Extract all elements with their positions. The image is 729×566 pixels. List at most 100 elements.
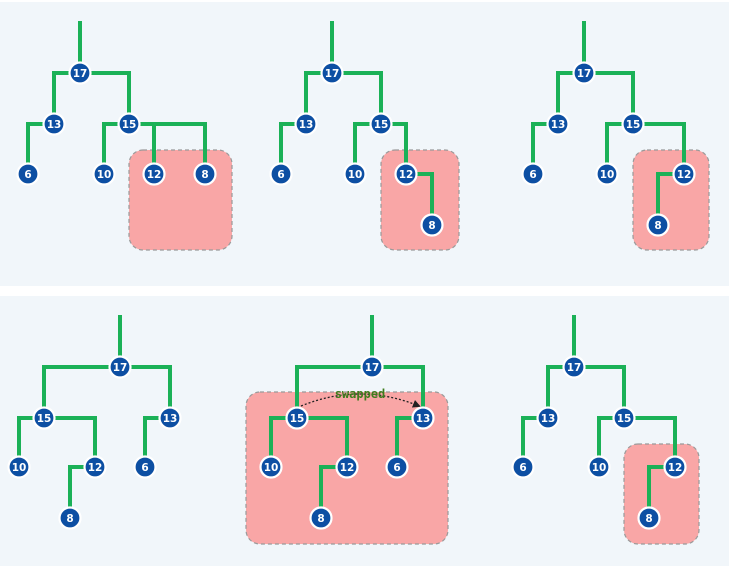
node-circle: [335, 455, 359, 479]
node-label: 10: [97, 169, 112, 181]
tree-node: 8: [646, 213, 670, 237]
node-circle: [58, 506, 82, 530]
node-label: 8: [317, 513, 324, 525]
node-circle: [42, 112, 66, 136]
node-circle: [621, 112, 645, 136]
node-circle: [612, 406, 636, 430]
node-label: 10: [12, 462, 27, 474]
tree-edge: [297, 416, 349, 467]
tree-edge: [372, 365, 425, 418]
node-circle: [158, 406, 182, 430]
node-circle: [92, 162, 116, 186]
node-circle: [294, 112, 318, 136]
tree-node: 12: [663, 455, 687, 479]
node-circle: [394, 162, 418, 186]
tree-node: 10: [259, 455, 283, 479]
node-circle: [411, 406, 435, 430]
highlight-region: [380, 149, 460, 251]
node-circle: [562, 355, 586, 379]
tree-edge: [332, 71, 383, 124]
tree-node: 15: [369, 112, 393, 136]
tree-node: 10: [595, 162, 619, 186]
tree-edge: [80, 71, 131, 124]
node-label: 12: [677, 169, 692, 181]
tree-node: 13: [546, 112, 570, 136]
tree-node: 8: [58, 506, 82, 530]
node-circle: [32, 406, 56, 430]
node-circle: [7, 455, 31, 479]
tree-node: 13: [411, 406, 435, 430]
tree-edge: [633, 122, 686, 174]
tree-node: 8: [637, 506, 661, 530]
tree-node: 6: [511, 455, 535, 479]
tree-node: 13: [294, 112, 318, 136]
node-label: 12: [668, 462, 683, 474]
node-label: 15: [626, 119, 641, 131]
tree-node: 6: [385, 455, 409, 479]
node-label: 15: [37, 413, 52, 425]
tree-node: 17: [572, 61, 596, 85]
node-circle: [369, 112, 393, 136]
tree-2-2: swapped 17 15 10 12 8 13 6: [245, 315, 449, 545]
tree-edge: [584, 71, 635, 124]
tree-node: 12: [335, 455, 359, 479]
tree-node: 10: [343, 162, 367, 186]
node-label: 15: [617, 413, 632, 425]
node-circle: [193, 162, 217, 186]
tree-edge: [624, 416, 677, 467]
tree-node: 15: [621, 112, 645, 136]
node-label: 15: [290, 413, 305, 425]
node-circle: [259, 455, 283, 479]
node-circle: [521, 162, 545, 186]
node-circle: [343, 162, 367, 186]
tree-edge: [44, 416, 97, 467]
tree-node: 17: [562, 355, 586, 379]
tree-node: 17: [360, 355, 384, 379]
tree-node: 13: [42, 112, 66, 136]
tree-node: 10: [7, 455, 31, 479]
tree-edge: [120, 365, 172, 418]
node-circle: [420, 213, 444, 237]
node-circle: [269, 162, 293, 186]
node-label: 12: [88, 462, 103, 474]
node-circle: [385, 455, 409, 479]
node-circle: [511, 455, 535, 479]
node-circle: [646, 213, 670, 237]
node-circle: [285, 406, 309, 430]
node-label: 15: [122, 119, 137, 131]
node-label: 10: [592, 462, 607, 474]
node-label: 8: [654, 220, 661, 232]
tree-node: 17: [68, 61, 92, 85]
node-circle: [117, 112, 141, 136]
tree-node: 8: [193, 162, 217, 186]
node-circle: [320, 61, 344, 85]
swap-annotation: swapped: [335, 387, 386, 401]
tree-node: 13: [158, 406, 182, 430]
node-circle: [133, 455, 157, 479]
node-circle: [572, 61, 596, 85]
node-label: 8: [66, 513, 73, 525]
node-circle: [672, 162, 696, 186]
node-label: 13: [299, 119, 314, 131]
node-label: 13: [47, 119, 62, 131]
node-label: 6: [141, 462, 148, 474]
tree-node: 15: [612, 406, 636, 430]
node-circle: [309, 506, 333, 530]
node-circle: [68, 61, 92, 85]
node-label: 8: [201, 169, 208, 181]
swap-arrow: [300, 393, 421, 408]
tree-edge: [129, 122, 207, 174]
node-circle: [142, 162, 166, 186]
node-label: 10: [264, 462, 279, 474]
node-label: 17: [73, 68, 88, 80]
tree-node: 6: [133, 455, 157, 479]
highlight-region: [128, 149, 233, 251]
node-label: 6: [24, 169, 31, 181]
tree-edge: [574, 365, 626, 418]
node-label: 13: [163, 413, 178, 425]
